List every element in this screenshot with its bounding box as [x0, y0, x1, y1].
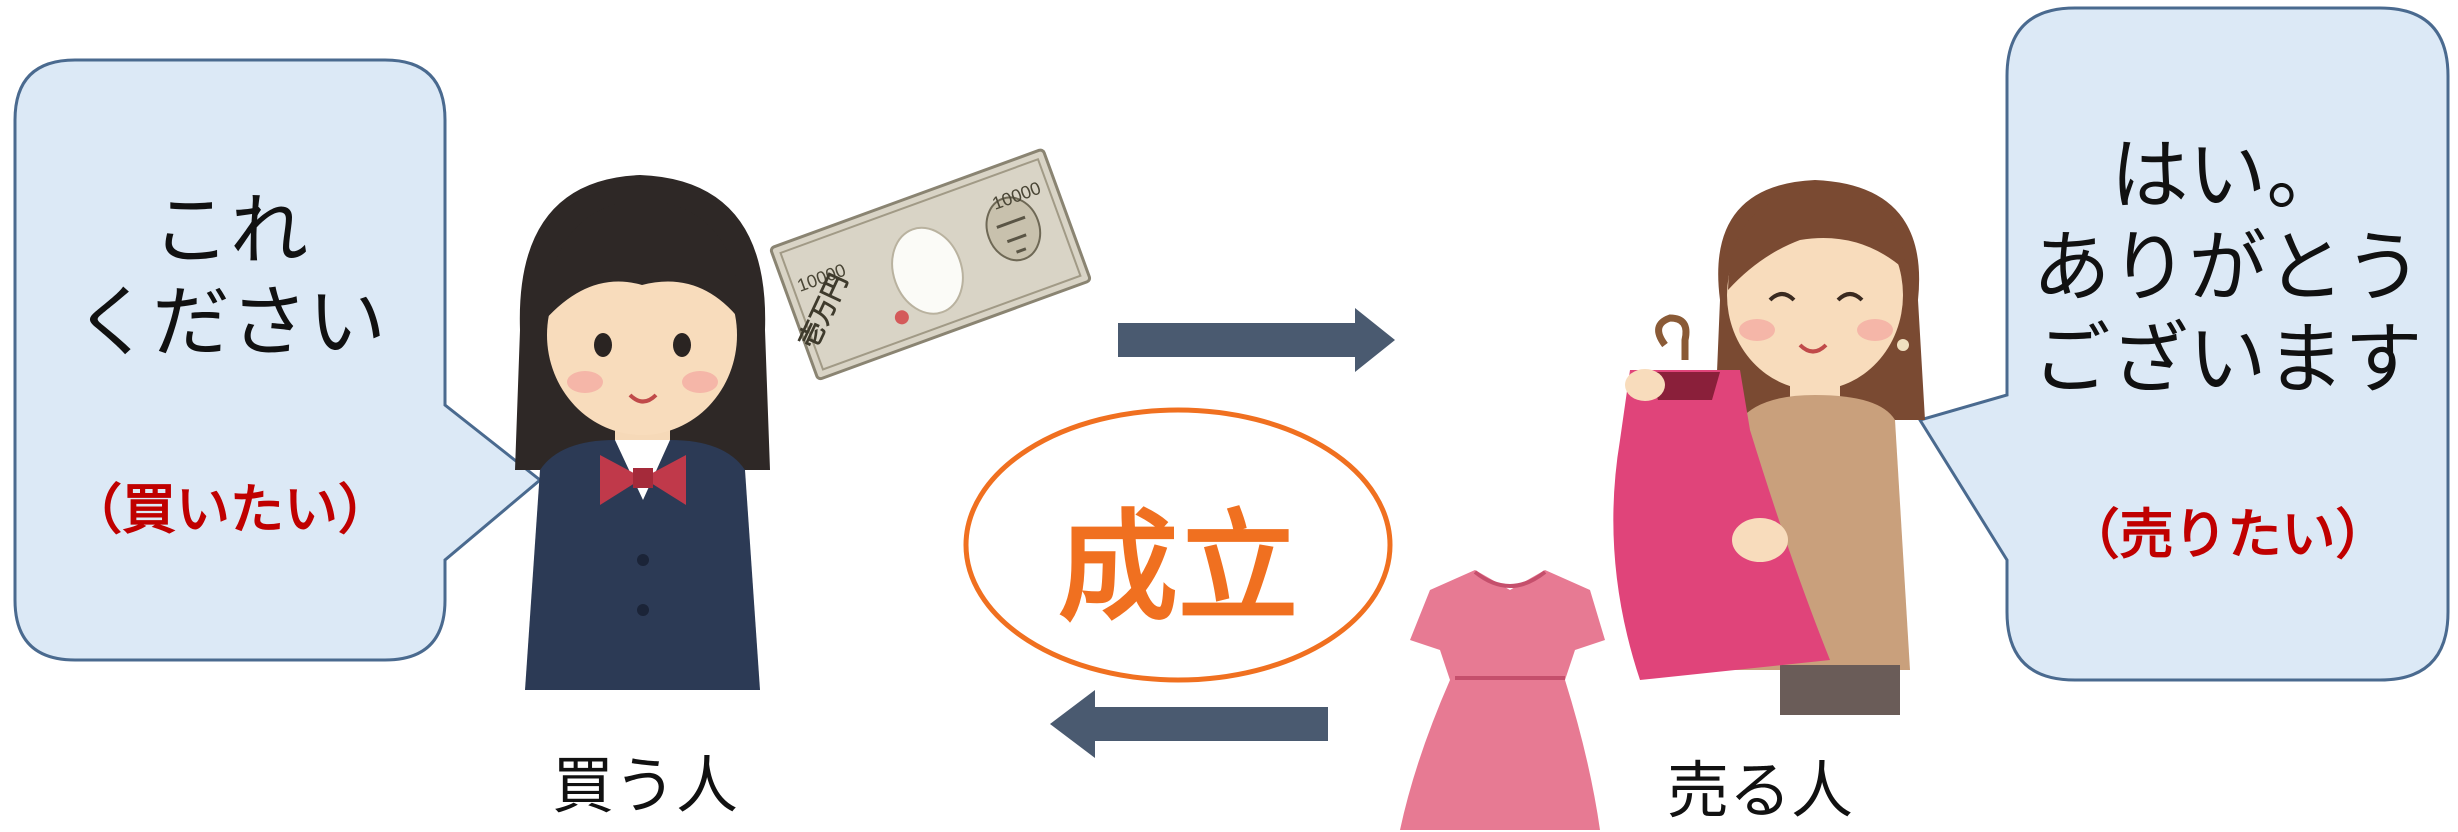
seller-caption: 売る人 [1666, 754, 1853, 827]
seller-person-illustration [1613, 180, 1925, 715]
arrow-right-icon [1118, 308, 1395, 372]
buyer-bubble-line2: ください [73, 278, 386, 368]
seller-bubble-text: はい。 ありがとう ございます [2007, 130, 2448, 406]
buyer-speech-bubble [13, 58, 543, 662]
buyer-caption: 買う人 [551, 749, 738, 822]
seller-bubble-line3: ございます [2032, 315, 2423, 405]
seller-bubble-sub: （売りたい） [2065, 503, 2390, 566]
deal-ellipse [963, 407, 1393, 683]
seller-bubble-line2: ありがとう [2032, 223, 2423, 313]
dress-icon [1400, 570, 1605, 830]
buyer-bubble-sub: （買いたい） [68, 478, 392, 541]
buyer-person-illustration [515, 175, 770, 690]
buyer-bubble-text: これ ください [15, 185, 445, 369]
buyer-bubble-line1: これ [151, 186, 308, 276]
banknote-icon [769, 148, 1092, 381]
deal-label: 成立 [1058, 499, 1298, 638]
seller-bubble-line1: はい。 [2110, 131, 2345, 221]
seller-speech-bubble [1917, 6, 2450, 682]
arrow-left-icon [1050, 690, 1328, 758]
